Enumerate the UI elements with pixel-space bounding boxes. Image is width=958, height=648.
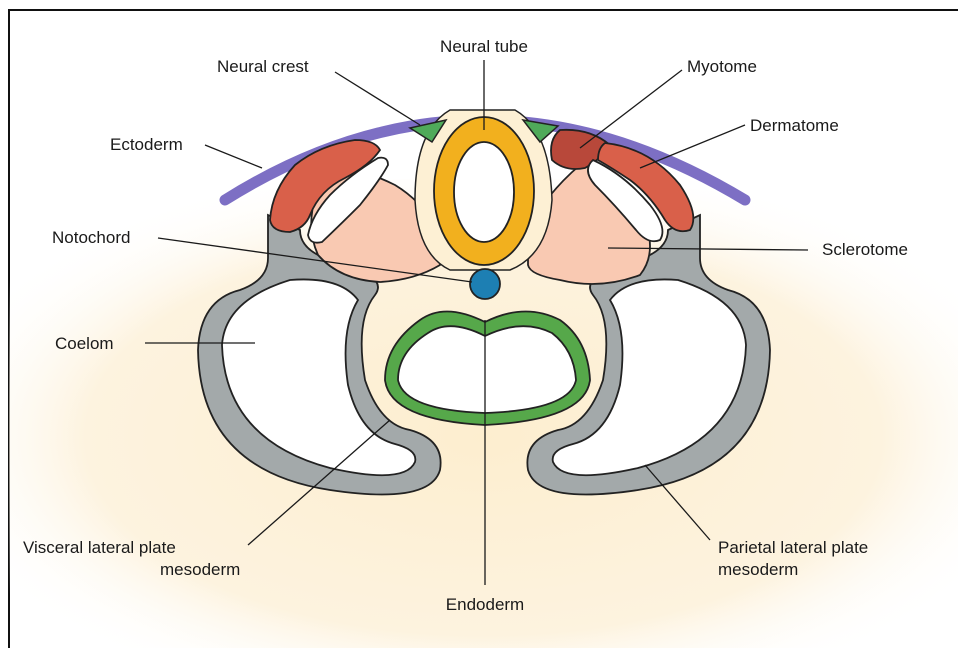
label-endoderm: Endoderm [446, 595, 524, 614]
label-visceral-line2: mesoderm [160, 560, 240, 579]
label-coelom: Coelom [55, 334, 114, 353]
gut-lumen [398, 326, 576, 413]
label-neural-crest: Neural crest [217, 57, 309, 76]
neural-tube-lumen [454, 142, 514, 242]
label-sclerotome: Sclerotome [822, 240, 908, 259]
label-myotome: Myotome [687, 57, 757, 76]
label-parietal-line2: mesoderm [718, 560, 798, 579]
label-dermatome: Dermatome [750, 116, 839, 135]
label-neural-tube: Neural tube [440, 37, 528, 56]
label-notochord: Notochord [52, 228, 130, 247]
notochord [470, 269, 500, 299]
label-visceral-line1: Visceral lateral plate [23, 538, 176, 557]
label-ectoderm: Ectoderm [110, 135, 183, 154]
label-parietal-line1: Parietal lateral plate [718, 538, 868, 557]
